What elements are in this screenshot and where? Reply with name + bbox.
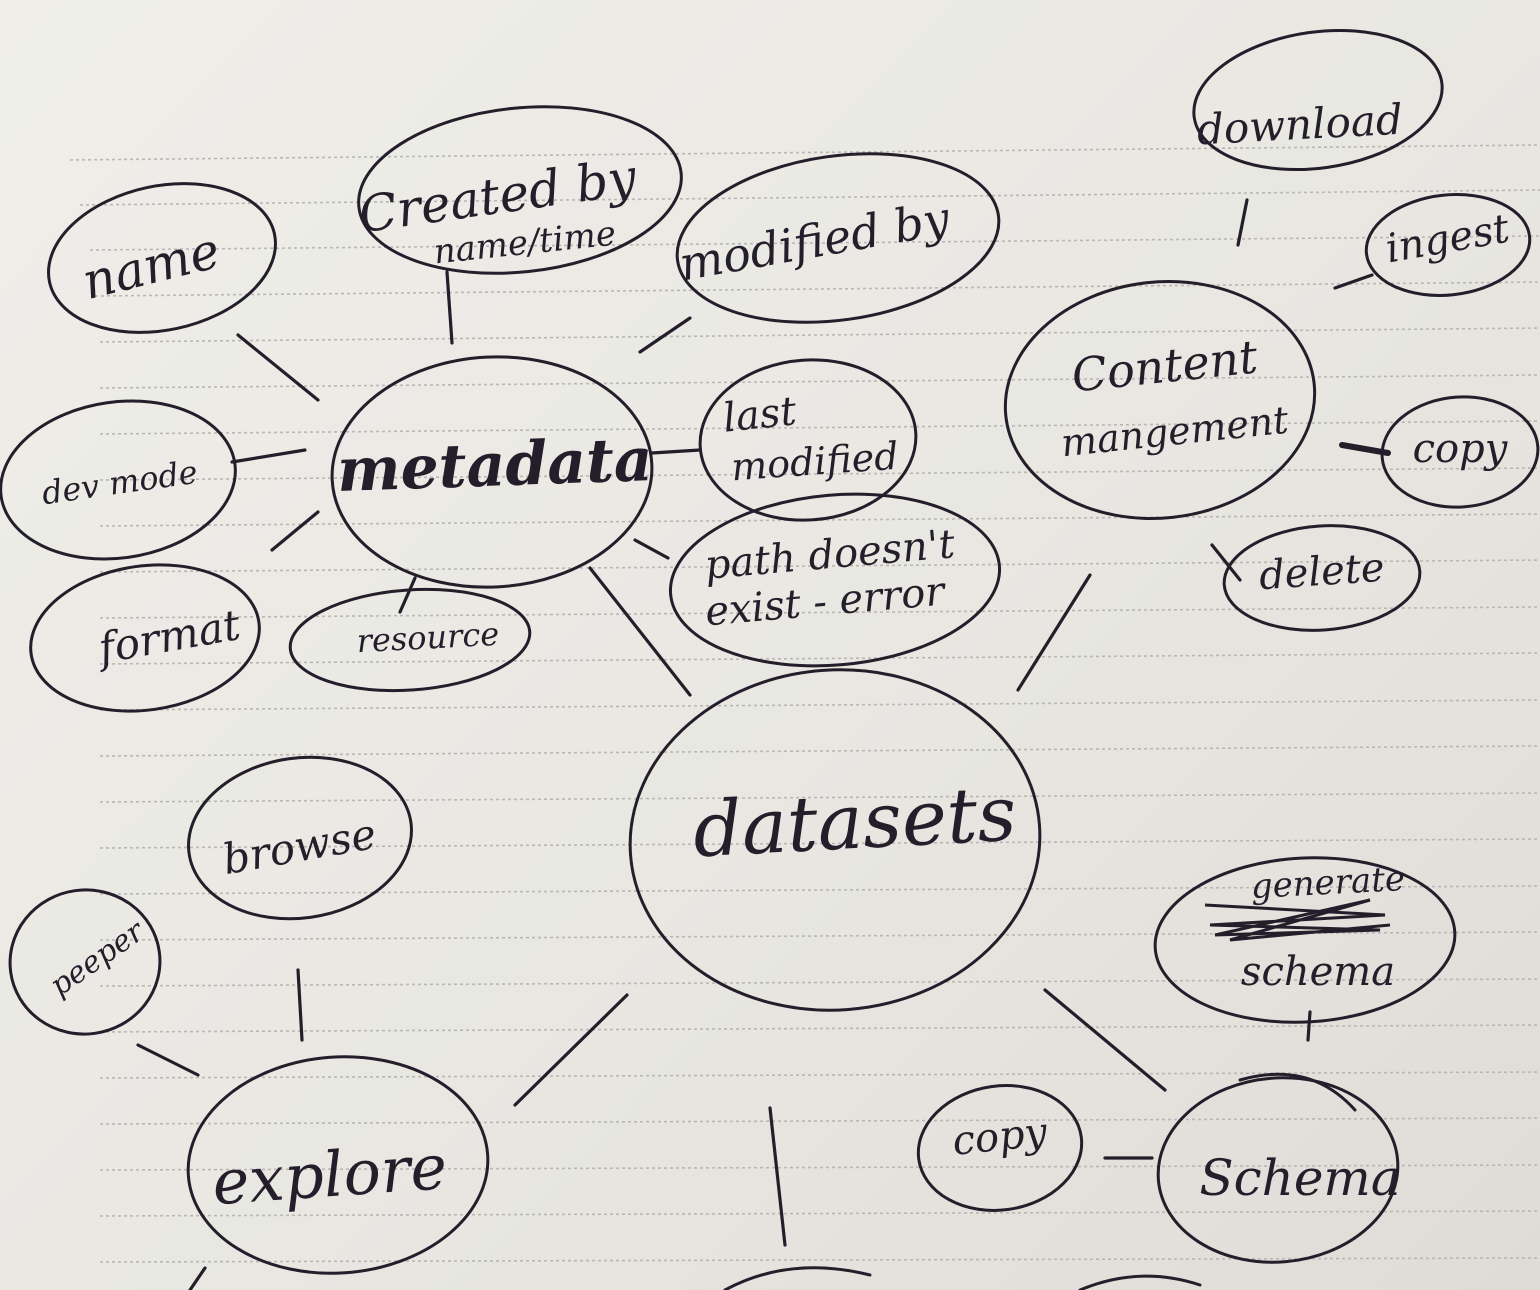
connector-metadata-name	[236, 333, 320, 402]
central-label: datasets	[691, 769, 1019, 875]
explore-bubble	[186, 1055, 490, 1275]
last-modified-label-line2: modified	[730, 434, 900, 490]
copy-content-bubble	[1380, 395, 1540, 509]
dev-mode-bubble	[0, 399, 237, 561]
generate-schema-label-line1: generate	[1250, 859, 1406, 907]
connector-explore-browse	[296, 968, 304, 1042]
ruled-lines	[69, 144, 1540, 1263]
browse-label: browse	[219, 809, 380, 884]
bubbles	[0, 28, 1540, 1290]
format-bubble	[29, 563, 261, 713]
download-bubble	[1192, 28, 1444, 172]
resource-bubble	[288, 587, 532, 693]
name-label: name	[77, 221, 226, 311]
metadata-bubble	[330, 355, 654, 589]
connector-content-delete	[1210, 543, 1242, 582]
labels: datasets metadata Content mangement expl…	[39, 95, 1513, 1220]
content-bubble	[1003, 280, 1317, 520]
schema-bubble	[1156, 1076, 1400, 1264]
connector-datasets-schema	[1043, 988, 1167, 1092]
generate-schema-bubble	[1153, 856, 1457, 1024]
connector-metadata-path-error	[633, 538, 670, 560]
connector-content-download	[1236, 198, 1249, 247]
copy-schema-label: copy	[950, 1109, 1050, 1165]
copy-content-label: copy	[1413, 426, 1509, 472]
delete-label: delete	[1258, 545, 1386, 600]
name-bubble	[47, 182, 277, 334]
last-modified-bubble	[698, 358, 918, 522]
connector-datasets-content	[1016, 573, 1092, 692]
metadata-label: metadata	[336, 425, 654, 506]
modified-by-label: modified by	[675, 191, 954, 292]
connector-explore-peeper	[136, 1043, 200, 1077]
connector-content-ingest	[1333, 273, 1374, 290]
connector-schema-generate	[1306, 1010, 1312, 1042]
datasets-bubble	[628, 668, 1042, 1012]
delete-bubble	[1222, 524, 1422, 632]
dev-mode-label: dev mode	[39, 453, 199, 512]
ingest-label: ingest	[1382, 205, 1513, 272]
connector-datasets-explore	[513, 993, 629, 1107]
connector-metadata-modified-by	[638, 316, 692, 354]
connector-metadata-created-by	[445, 270, 454, 345]
scribble-mark	[1204, 898, 1391, 942]
resource-label: resource	[356, 615, 500, 660]
peeper-label: peeper	[44, 913, 152, 1003]
connector-metadata-resource	[398, 576, 417, 614]
partial-bubble-bottom-center	[723, 1266, 872, 1290]
connector-content-copy	[1339, 442, 1391, 456]
connector-metadata-last-modified	[650, 448, 702, 455]
connector-datasets-metadata	[588, 566, 692, 697]
modified-by-bubble	[675, 152, 1001, 324]
connectors	[136, 198, 1391, 1290]
connector-explore-bottom	[188, 1266, 207, 1290]
created-by-bubble	[357, 105, 683, 275]
schema-bubble-tail	[1238, 1072, 1357, 1112]
partial-bubble-bottom-right	[1078, 1274, 1202, 1290]
path-error-bubble	[668, 492, 1002, 668]
copy-schema-bubble	[916, 1084, 1084, 1212]
last-modified-label-line1: last	[721, 388, 800, 442]
connector-datasets-bottom	[768, 1106, 787, 1247]
download-label: download	[1196, 95, 1404, 155]
generate-schema-label-line2: schema	[1241, 949, 1395, 995]
explore-label: explore	[210, 1130, 449, 1219]
content-label-line1: Content	[1069, 329, 1260, 402]
schema-label: Schema	[1199, 1149, 1400, 1207]
connector-metadata-dev-mode	[230, 448, 307, 464]
browse-bubble	[187, 755, 413, 921]
content-label-line2: mangement	[1059, 398, 1291, 466]
peeper-bubble	[8, 888, 162, 1036]
ingest-bubble	[1364, 193, 1532, 297]
connector-metadata-format	[270, 510, 320, 552]
